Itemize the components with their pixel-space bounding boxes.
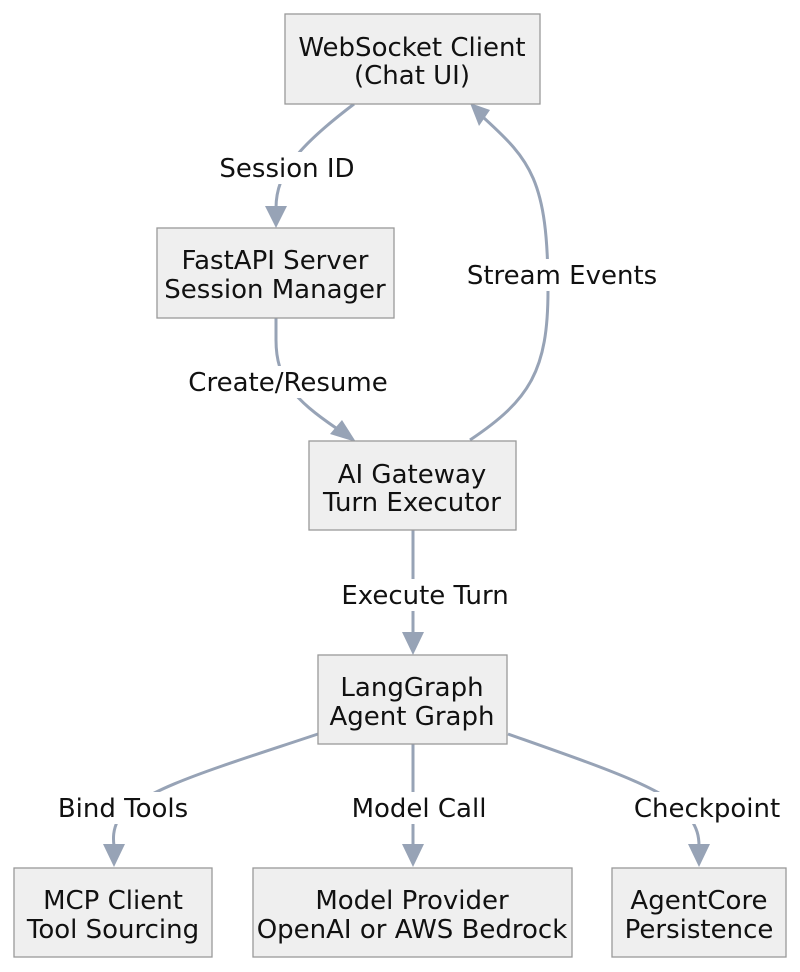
- edge-label-execute-turn-text: Execute Turn: [341, 581, 508, 611]
- node-ai-gateway-line1: AI Gateway: [338, 460, 487, 490]
- edge-label-create-resume: Create/Resume: [176, 366, 400, 398]
- edge-label-bind-tools: Bind Tools: [48, 792, 198, 824]
- edge-label-checkpoint-text: Checkpoint: [634, 794, 780, 824]
- edge-label-checkpoint: Checkpoint: [626, 792, 790, 824]
- node-langgraph-line2: Agent Graph: [330, 702, 495, 732]
- node-ai-gateway: AI Gateway Turn Executor: [308, 440, 517, 531]
- edge-label-session-id: Session ID: [212, 152, 362, 184]
- edge-label-create-resume-text: Create/Resume: [188, 368, 387, 398]
- node-mcp-client: MCP Client Tool Sourcing: [13, 867, 213, 958]
- node-mcp-client-line2: Tool Sourcing: [26, 915, 199, 945]
- edge-label-stream-events: Stream Events: [456, 259, 668, 291]
- edge-label-model-call-text: Model Call: [352, 794, 487, 824]
- node-ai-gateway-line2: Turn Executor: [322, 488, 501, 518]
- node-agentcore-line2: Persistence: [625, 915, 774, 945]
- node-model-provider: Model Provider OpenAI or AWS Bedrock: [252, 867, 573, 958]
- edge-label-stream-events-text: Stream Events: [467, 261, 657, 291]
- node-agentcore: AgentCore Persistence: [611, 867, 787, 958]
- edge-label-session-id-text: Session ID: [219, 154, 354, 184]
- edge-label-model-call: Model Call: [344, 792, 494, 824]
- node-model-provider-line2: OpenAI or AWS Bedrock: [257, 915, 568, 945]
- node-model-provider-line1: Model Provider: [315, 886, 509, 916]
- edge-label-bind-tools-text: Bind Tools: [58, 794, 188, 824]
- node-mcp-client-line1: MCP Client: [43, 886, 183, 916]
- node-fastapi-server: FastAPI Server Session Manager: [156, 227, 395, 319]
- node-websocket-client-line1: WebSocket Client: [298, 33, 525, 63]
- node-agentcore-line1: AgentCore: [630, 886, 767, 916]
- node-websocket-client: WebSocket Client (Chat UI): [284, 13, 541, 105]
- node-fastapi-server-line2: Session Manager: [164, 275, 386, 305]
- edge-label-execute-turn: Execute Turn: [330, 579, 520, 611]
- node-websocket-client-line2: (Chat UI): [354, 61, 470, 91]
- node-fastapi-server-line1: FastAPI Server: [182, 246, 369, 276]
- node-langgraph-line1: LangGraph: [340, 673, 483, 703]
- node-langgraph: LangGraph Agent Graph: [317, 654, 508, 745]
